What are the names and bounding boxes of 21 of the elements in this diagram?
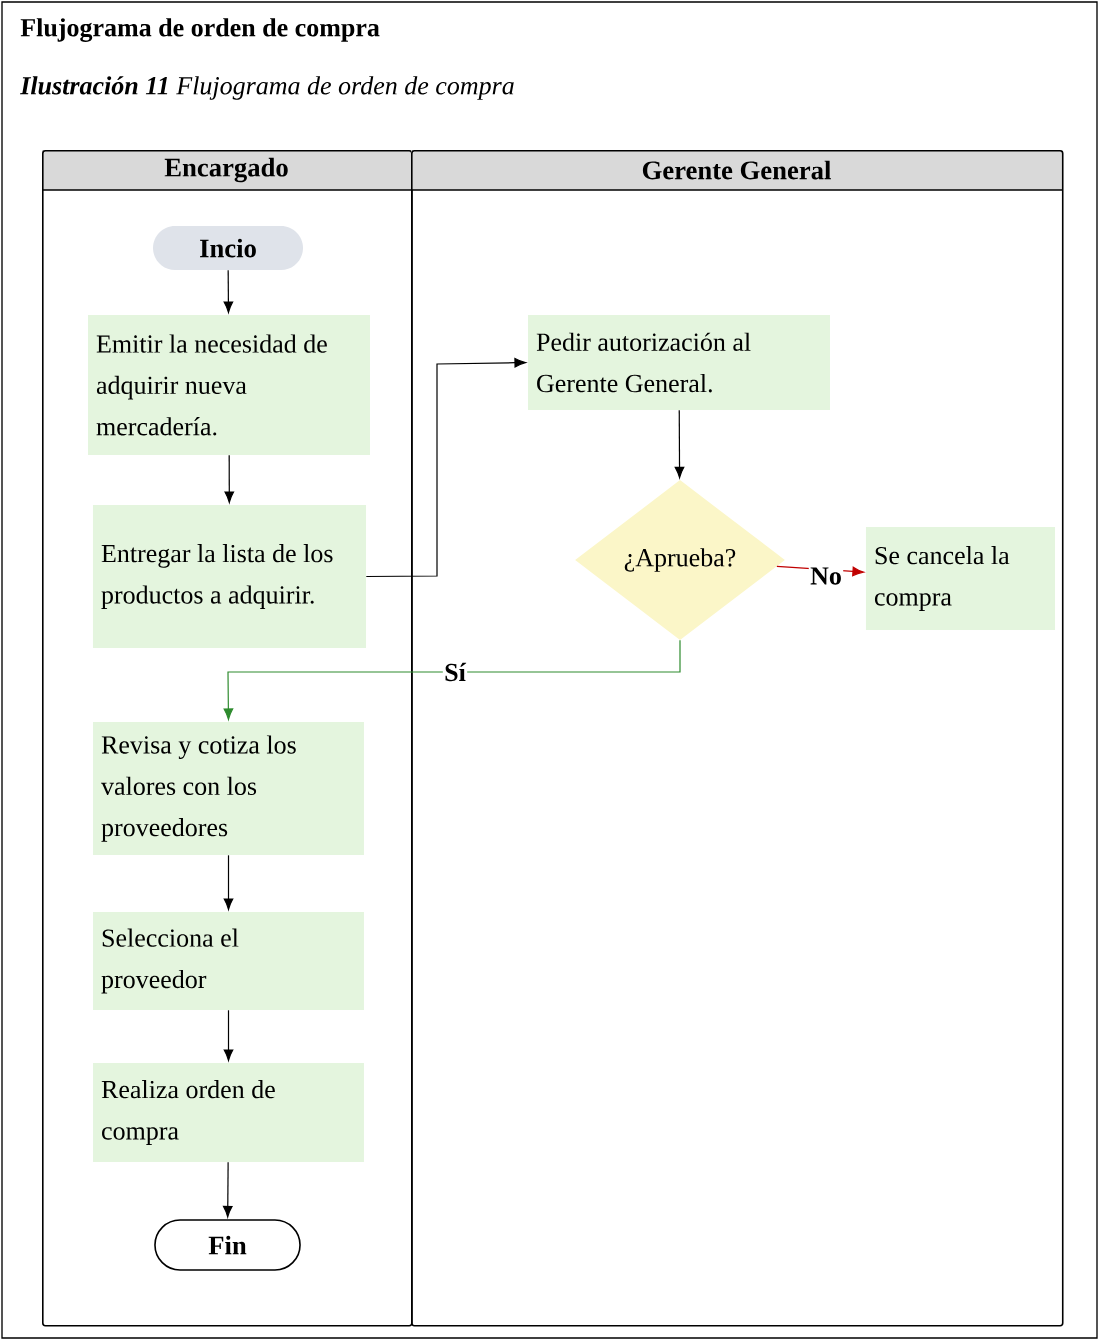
arrow [223, 639, 681, 720]
arrow [223, 269, 234, 314]
process-box: Realiza orden de compra [93, 1063, 364, 1162]
process-box: Se cancela la compra [865, 527, 1056, 630]
process-box: Revisa y cotiza los valores con los proveedores [93, 722, 364, 856]
edge-label: No [808, 566, 844, 586]
process-box: Entregar la lista de los productos a adquirir. [92, 505, 367, 648]
process-box: Selecciona el proveedor [93, 912, 364, 1010]
arrow [223, 854, 234, 910]
arrow [365, 357, 526, 578]
end-terminator: Fin [154, 1219, 301, 1271]
edge-label: Sí [442, 661, 468, 683]
start-terminator: Incio [153, 226, 303, 270]
title: Flujograma de orden de compra [20, 18, 380, 42]
arrow [224, 454, 235, 504]
process-box: Pedir autorización al Gerente General. [528, 315, 830, 410]
process-box: Emitir la necesidad de adquirir nueva mercadería. [88, 315, 370, 455]
caption: Ilustración 11 Flujograma de orden de compra [20, 76, 514, 100]
arrow [674, 409, 685, 479]
arrow [222, 1161, 233, 1218]
arrow [223, 1009, 234, 1062]
